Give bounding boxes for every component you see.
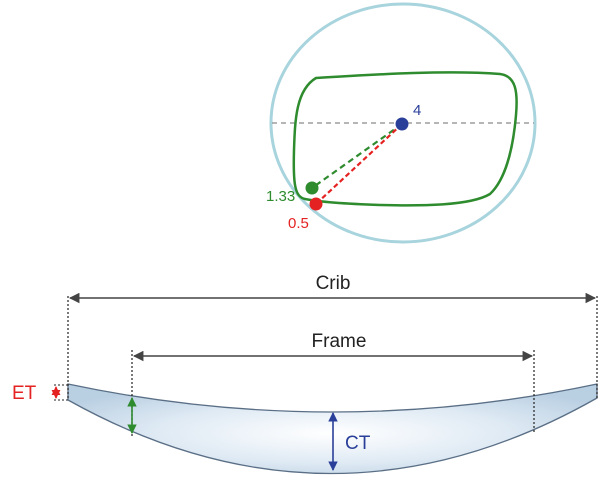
- crib-label: Crib: [316, 273, 351, 294]
- top-view: 4 1.33 0.5: [266, 2, 537, 244]
- cross-section: Crib Frame ET CT: [12, 273, 598, 475]
- crib-edge-value-label: 0.5: [288, 215, 309, 232]
- crib-distance-line: [315, 123, 403, 205]
- center-point: [395, 117, 409, 131]
- et-label: ET: [12, 383, 37, 404]
- frame-distance-line: [311, 123, 403, 189]
- frame-label: Frame: [312, 331, 367, 352]
- frame-edge-value-label: 1.33: [266, 188, 295, 205]
- center-value-label: 4: [413, 102, 421, 119]
- crib-edge-point: [309, 197, 323, 211]
- frame-outline: [292, 71, 518, 207]
- crib-circle: [269, 2, 537, 244]
- ct-label: CT: [345, 433, 371, 454]
- frame-edge-point: [305, 181, 319, 195]
